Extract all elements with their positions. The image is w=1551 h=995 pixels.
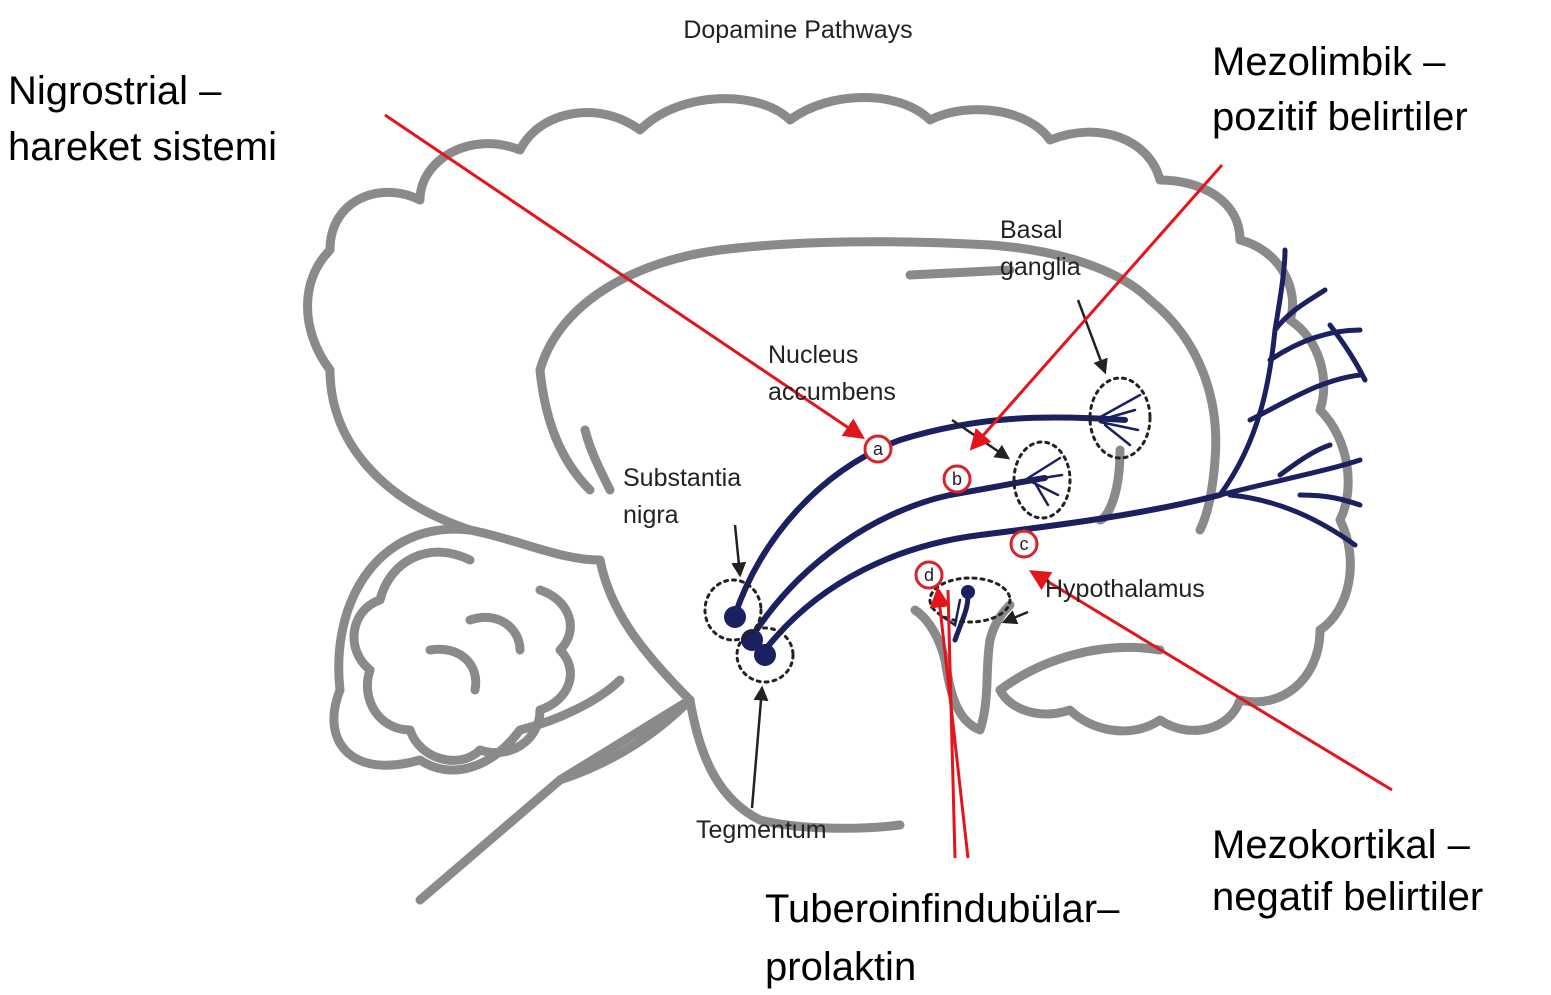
substantia-nigra-pointer [735, 525, 740, 575]
tegmentum-cell-2 [754, 644, 776, 666]
annotation-nigrostrial-line1: Nigrostrial – [8, 69, 222, 113]
svg-text:b: b [952, 469, 962, 489]
marker-d: d [916, 562, 942, 588]
annotation-tubero-line2: prolaktin [765, 945, 916, 989]
figure-title: Dopamine Pathways [683, 16, 912, 44]
pathway-d-tuberoinfundibular [940, 585, 975, 640]
annotation-mezokortikal-line1: Mezokortikal – [1212, 823, 1471, 867]
annotation-mezolimbik-line2: pozitif belirtiler [1212, 95, 1468, 139]
substantia-nigra-cell [724, 606, 746, 628]
marker-a: a [865, 436, 891, 462]
svg-text:d: d [924, 565, 934, 585]
annotation-nigrostrial-line2: hareket sistemi [8, 125, 277, 169]
annotation-mezokortikal-line2: negatif belirtiler [1212, 875, 1483, 919]
label-ganglia: ganglia [1000, 253, 1081, 281]
label-nucleus: Nucleus [768, 341, 858, 369]
label-nigra: nigra [623, 501, 679, 529]
label-hypothalamus: Hypothalamus [1045, 575, 1205, 603]
tegmentum-pointer [752, 688, 762, 808]
annotation-mezolimbik-line1: Mezolimbik – [1212, 40, 1446, 84]
label-substantia: Substantia [623, 464, 741, 492]
mezolimbik-arrow [972, 165, 1222, 448]
annotation-tubero-line1: Tuberoinfindubülar– [765, 887, 1120, 931]
svg-text:a: a [873, 439, 884, 459]
marker-b: b [944, 466, 970, 492]
marker-c: c [1011, 531, 1037, 557]
label-accumbens: accumbens [768, 378, 896, 406]
label-tegmentum: Tegmentum [696, 816, 827, 844]
svg-text:c: c [1020, 534, 1029, 554]
label-basal: Basal [1000, 216, 1063, 244]
